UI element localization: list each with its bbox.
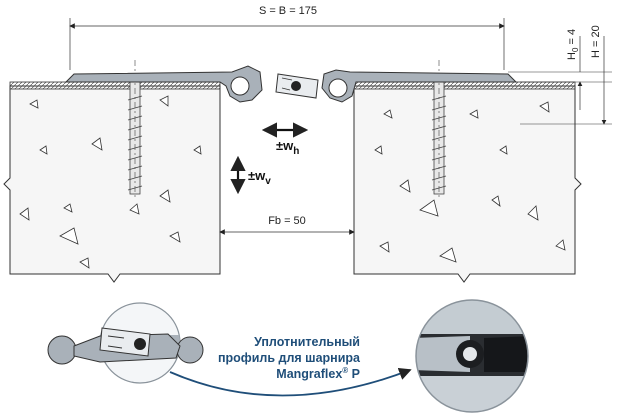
span-dimension: [69, 18, 505, 70]
joint-profile: [64, 65, 518, 103]
concrete-aggregate: [19, 95, 566, 269]
seal-photo-zoom: [415, 299, 529, 413]
height-dimensions: [508, 36, 612, 125]
svg-text:H0 = 4: H0 = 4: [566, 29, 580, 60]
span-label: S = B = 175: [259, 5, 317, 17]
h0-sub: 0: [571, 47, 580, 52]
caption: Уплотнительный профиль для шарнира Mangr…: [218, 335, 361, 381]
h-label: H = 20: [590, 25, 602, 58]
h0-value: = 4: [566, 29, 578, 48]
h0-main: H: [566, 52, 578, 60]
left-concrete-slab: [3, 81, 221, 283]
caption-line-1: Уплотнительный: [254, 335, 360, 349]
horizontal-movement-label: ±wh: [276, 138, 299, 157]
gap-label: Fb = 50: [268, 215, 306, 227]
right-concrete-slab: [353, 81, 582, 283]
caption-line-3: Mangraflex® P: [276, 366, 360, 381]
caption-arrow: [169, 367, 412, 397]
caption-line-2: профиль для шарнира: [218, 351, 361, 365]
h0-label: H0 = 4: [566, 29, 580, 60]
vertical-movement-label: ±wv: [248, 168, 271, 187]
seal-profile-small: [47, 302, 204, 384]
